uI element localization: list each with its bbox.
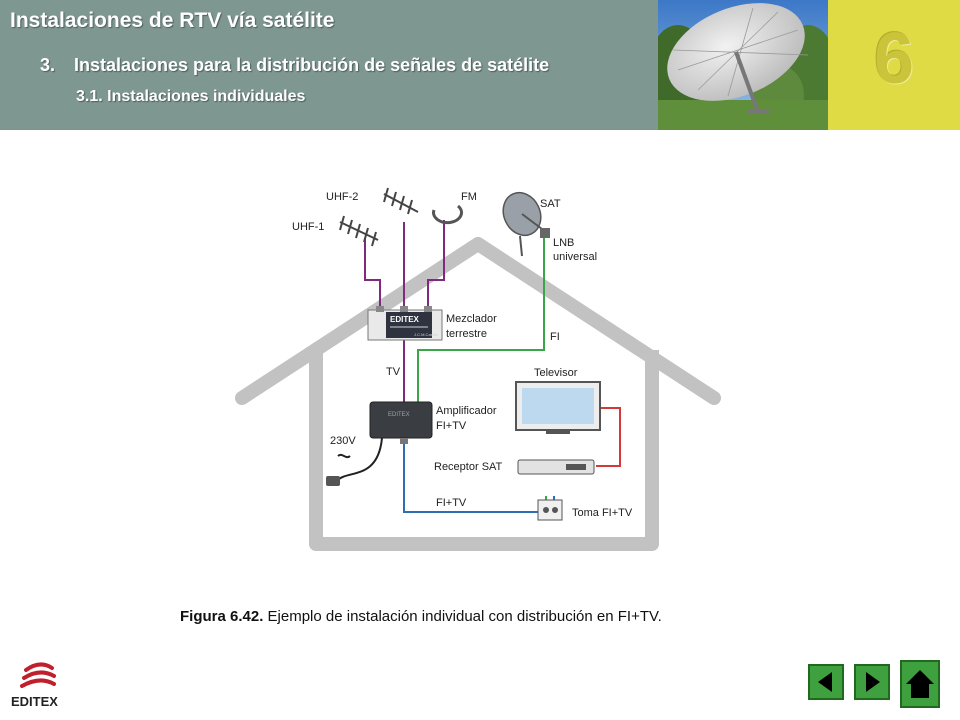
mixer-brand: EDITEX bbox=[390, 315, 420, 324]
satellite-dish-photo bbox=[658, 0, 828, 130]
mixer-small-label: J.C.M.Castillo bbox=[414, 332, 439, 337]
sat-receiver bbox=[517, 459, 595, 475]
uhf1-label: UHF-1 bbox=[292, 221, 324, 233]
chapter-box: 6 bbox=[828, 0, 960, 130]
fm-label: FM bbox=[461, 191, 477, 203]
house-walls bbox=[309, 350, 659, 551]
previous-button[interactable] bbox=[808, 664, 844, 700]
amplifier-label: Amplificador bbox=[436, 405, 497, 417]
home-button[interactable] bbox=[900, 660, 940, 708]
editex-logo: EDITEX bbox=[10, 662, 72, 712]
chapter-number: 6 bbox=[873, 19, 915, 99]
section-title: 3. Instalaciones para la distribución de … bbox=[40, 55, 549, 76]
video-cable bbox=[596, 407, 621, 467]
editex-logo-icon: EDITEX bbox=[11, 662, 58, 709]
fitv-cable bbox=[403, 442, 555, 513]
mixer-label-2: terrestre bbox=[446, 328, 487, 340]
figure-caption: Figura 6.42. Ejemplo de instalación indi… bbox=[180, 608, 800, 625]
header: Instalaciones de RTV vía satélite 3. Inst… bbox=[0, 0, 960, 130]
fitv-label: FI+TV bbox=[436, 497, 467, 509]
house-outline bbox=[235, 237, 721, 405]
arrow-right-icon bbox=[866, 672, 880, 692]
wall-socket bbox=[537, 499, 563, 521]
arrow-left-icon bbox=[818, 672, 832, 692]
terrestrial-cables bbox=[364, 220, 445, 402]
figure-caption-text: Ejemplo de instalación individual con di… bbox=[263, 608, 662, 625]
editex-logo-text: EDITEX bbox=[11, 694, 58, 709]
amplifier-brand: EDITEX bbox=[388, 412, 410, 418]
receiver-label: Receptor SAT bbox=[434, 461, 503, 473]
fm-antenna bbox=[432, 204, 463, 225]
section-number: 3. bbox=[40, 55, 56, 75]
page-title: Instalaciones de RTV vía satélite bbox=[10, 9, 335, 32]
installation-diagram: EDITEX J.C.M.Castillo EDITEX UHF-2 UHF-1… bbox=[235, 187, 721, 551]
fi-label: FI bbox=[550, 331, 560, 343]
uhf1-antenna bbox=[339, 215, 379, 247]
next-button[interactable] bbox=[854, 664, 890, 700]
amplifier-device: EDITEX bbox=[369, 401, 433, 444]
section-title-text: Instalaciones para la distribución de se… bbox=[74, 55, 550, 75]
amplifier-label-2: FI+TV bbox=[436, 420, 467, 432]
uhf2-label: UHF-2 bbox=[326, 191, 358, 203]
television-label: Televisor bbox=[534, 367, 578, 379]
header-bar: Instalaciones de RTV vía satélite 3. Inst… bbox=[0, 0, 658, 130]
television bbox=[515, 381, 601, 434]
figure-caption-label: Figura 6.42. bbox=[180, 608, 264, 625]
subsection-title: 3.1. Instalaciones individuales bbox=[76, 88, 306, 105]
lnb-label: LNB bbox=[553, 237, 574, 249]
mixer-device: EDITEX J.C.M.Castillo bbox=[367, 306, 443, 341]
uhf2-antenna bbox=[383, 187, 419, 215]
tv-label: TV bbox=[386, 366, 401, 378]
sat-dish bbox=[502, 191, 550, 257]
voltage-label: 230V bbox=[330, 435, 356, 447]
power-plug bbox=[326, 437, 383, 486]
lnb-label-2: universal bbox=[553, 251, 597, 263]
socket-label: Toma FI+TV bbox=[572, 507, 633, 519]
mixer-label: Mezclador bbox=[446, 313, 497, 325]
sat-label: SAT bbox=[540, 198, 561, 210]
home-icon bbox=[906, 670, 934, 698]
